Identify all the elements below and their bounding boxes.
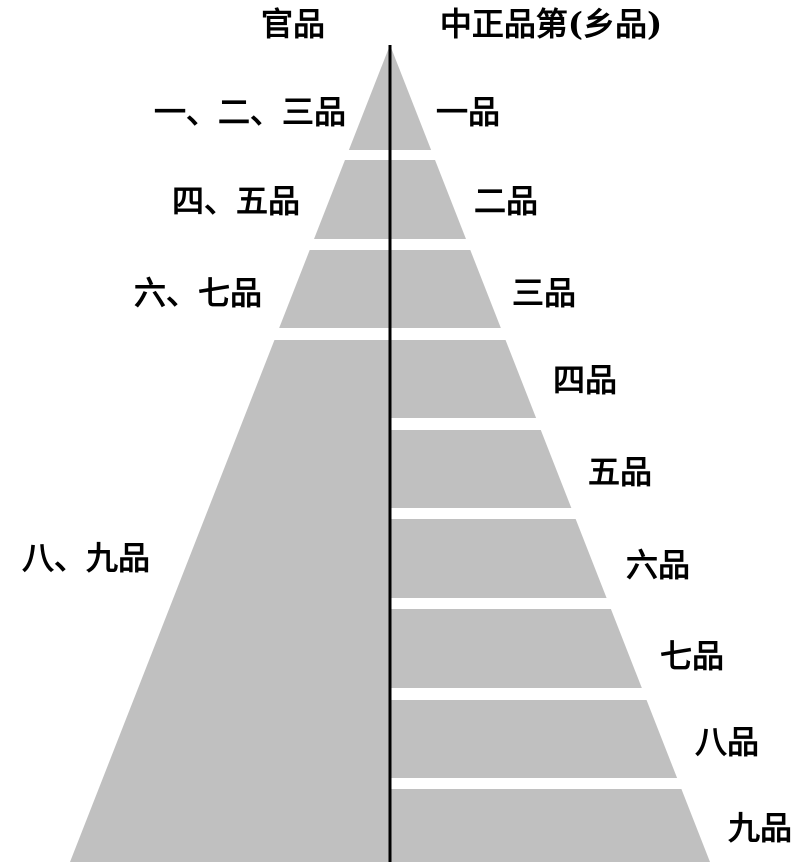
right-tier-band-7 <box>390 609 642 688</box>
left-tier-band-1 <box>348 45 390 150</box>
left-tier-label-3: 六、七品 <box>133 274 262 312</box>
right-tier-band-6 <box>390 519 607 598</box>
right-tier-band-3 <box>390 250 501 328</box>
right-tier-band-2 <box>390 160 466 239</box>
right-tier-label-4: 四品 <box>553 361 618 399</box>
left-tier-label-1: 一、二、三品 <box>153 93 346 131</box>
right-tier-label-1: 一品 <box>436 93 501 131</box>
right-tier-band-9 <box>390 789 710 862</box>
left-bands <box>70 45 390 862</box>
right-tier-label-7: 七品 <box>660 637 725 675</box>
right-column-title: 中正品第(乡品) <box>439 5 663 43</box>
right-tier-band-1 <box>390 45 432 150</box>
right-tier-band-4 <box>390 340 537 418</box>
right-tier-band-5 <box>390 430 572 508</box>
right-tier-label-2: 二品 <box>474 182 539 220</box>
left-tier-label-4: 八、九品 <box>21 539 150 577</box>
right-tier-label-9: 九品 <box>728 809 793 847</box>
right-tier-band-8 <box>390 700 678 778</box>
right-tier-label-3: 三品 <box>512 274 577 312</box>
right-tier-label-5: 五品 <box>588 453 653 491</box>
left-tier-band-2 <box>314 160 390 239</box>
right-tier-label-6: 六品 <box>626 546 691 584</box>
left-column-title: 官品 <box>260 5 326 43</box>
left-tier-label-2: 四、五品 <box>171 182 300 220</box>
right-bands <box>390 45 710 862</box>
right-tier-label-8: 八品 <box>695 723 760 761</box>
left-tier-band-4 <box>70 340 390 862</box>
left-tier-band-3 <box>279 250 390 328</box>
